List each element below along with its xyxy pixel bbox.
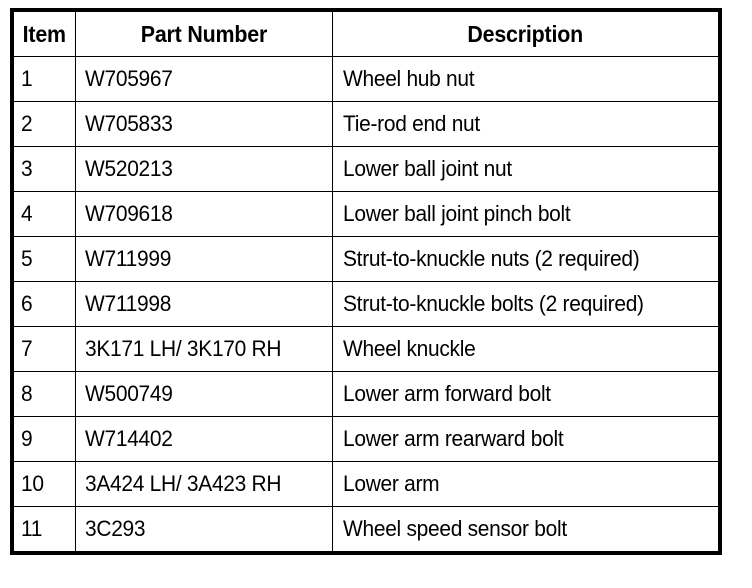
cell-part-number: W705967 [74,56,333,102]
cell-description: Tie-rod end nut [331,101,721,147]
cell-description-value: Lower ball joint nut [342,155,512,181]
cell-description: Strut-to-knuckle bolts (2 required) [331,281,721,327]
cell-part-number-value: 3A424 LH/ 3A423 RH [84,470,282,496]
cell-item-value: 4 [21,200,33,226]
cell-description-value: Strut-to-knuckle bolts (2 required) [342,290,644,316]
cell-part-number-value: W711999 [84,245,171,271]
cell-description: Strut-to-knuckle nuts (2 required) [331,236,721,282]
cell-part-number: 3K171 LH/ 3K170 RH [74,326,333,372]
table-header: Item Part Number Description [11,9,721,57]
cell-item-value: 11 [21,515,43,541]
cell-part-number-value: W714402 [84,425,173,451]
table-row: 11 3C293 Wheel speed sensor bolt [11,506,721,554]
cell-part-number-value: W500749 [84,380,173,406]
cell-description-value: Lower arm rearward bolt [342,425,564,451]
cell-part-number: W711999 [74,236,333,282]
column-header-description: Description [331,9,721,57]
cell-part-number-value: 3K171 LH/ 3K170 RH [84,335,282,361]
cell-item: 8 [11,371,76,417]
cell-description-value: Strut-to-knuckle nuts (2 required) [342,245,640,271]
table-row: 8 W500749 Lower arm forward bolt [11,371,721,417]
cell-item-value: 6 [21,290,33,316]
cell-description: Lower arm forward bolt [331,371,721,417]
cell-description-value: Lower ball joint pinch bolt [342,200,571,226]
cell-part-number-value: W711998 [84,290,171,316]
cell-part-number: W500749 [74,371,333,417]
cell-part-number-value: W705833 [84,110,173,136]
table-row: 7 3K171 LH/ 3K170 RH Wheel knuckle [11,326,721,372]
table-body: 1 W705967 Wheel hub nut 2 W705833 Tie-ro… [11,56,721,554]
cell-part-number-value: W705967 [84,65,173,91]
column-header-description-label: Description [467,20,584,47]
table-row: 5 W711999 Strut-to-knuckle nuts (2 requi… [11,236,721,282]
cell-item-value: 10 [21,470,44,496]
column-header-item-label: Item [22,20,66,47]
cell-part-number: W714402 [74,416,333,462]
cell-item: 11 [11,506,76,554]
cell-description: Lower arm rearward bolt [331,416,721,462]
cell-description-value: Lower arm forward bolt [342,380,551,406]
cell-description-value: Wheel speed sensor bolt [342,515,567,541]
parts-table: Item Part Number Description 1 W705967 W… [10,8,722,555]
column-header-item: Item [11,9,76,57]
cell-description-value: Lower arm [342,470,440,496]
column-header-part-number-label: Part Number [140,20,267,47]
cell-item: 3 [11,146,76,192]
table-row: 1 W705967 Wheel hub nut [11,56,721,102]
cell-description: Lower arm [331,461,721,507]
cell-item-value: 5 [21,245,33,271]
cell-description: Wheel knuckle [331,326,721,372]
cell-part-number: W709618 [74,191,333,237]
table-row: 6 W711998 Strut-to-knuckle bolts (2 requ… [11,281,721,327]
cell-item-value: 1 [21,65,33,91]
cell-item: 2 [11,101,76,147]
cell-part-number: 3A424 LH/ 3A423 RH [74,461,333,507]
cell-item-value: 8 [21,380,33,406]
cell-description: Wheel speed sensor bolt [331,506,721,554]
cell-part-number-value: W520213 [84,155,173,181]
cell-description: Lower ball joint nut [331,146,721,192]
column-header-part-number: Part Number [74,9,333,57]
cell-item: 9 [11,416,76,462]
cell-item: 7 [11,326,76,372]
cell-item-value: 9 [21,425,33,451]
cell-description: Lower ball joint pinch bolt [331,191,721,237]
table-row: 10 3A424 LH/ 3A423 RH Lower arm [11,461,721,507]
cell-item: 5 [11,236,76,282]
cell-item: 6 [11,281,76,327]
table-row: 9 W714402 Lower arm rearward bolt [11,416,721,462]
cell-item-value: 3 [21,155,33,181]
table-row: 4 W709618 Lower ball joint pinch bolt [11,191,721,237]
cell-part-number: W705833 [74,101,333,147]
cell-description-value: Wheel knuckle [342,335,476,361]
table-row: 3 W520213 Lower ball joint nut [11,146,721,192]
table-row: 2 W705833 Tie-rod end nut [11,101,721,147]
cell-description: Wheel hub nut [331,56,721,102]
cell-description-value: Wheel hub nut [342,65,475,91]
table-header-row: Item Part Number Description [11,9,721,57]
cell-part-number-value: 3C293 [84,515,146,541]
cell-part-number: 3C293 [74,506,333,554]
cell-item-value: 2 [21,110,33,136]
cell-description-value: Tie-rod end nut [342,110,480,136]
cell-item-value: 7 [21,335,33,361]
cell-item: 4 [11,191,76,237]
cell-part-number: W520213 [74,146,333,192]
cell-part-number: W711998 [74,281,333,327]
cell-item: 1 [11,56,76,102]
cell-item: 10 [11,461,76,507]
cell-part-number-value: W709618 [84,200,173,226]
